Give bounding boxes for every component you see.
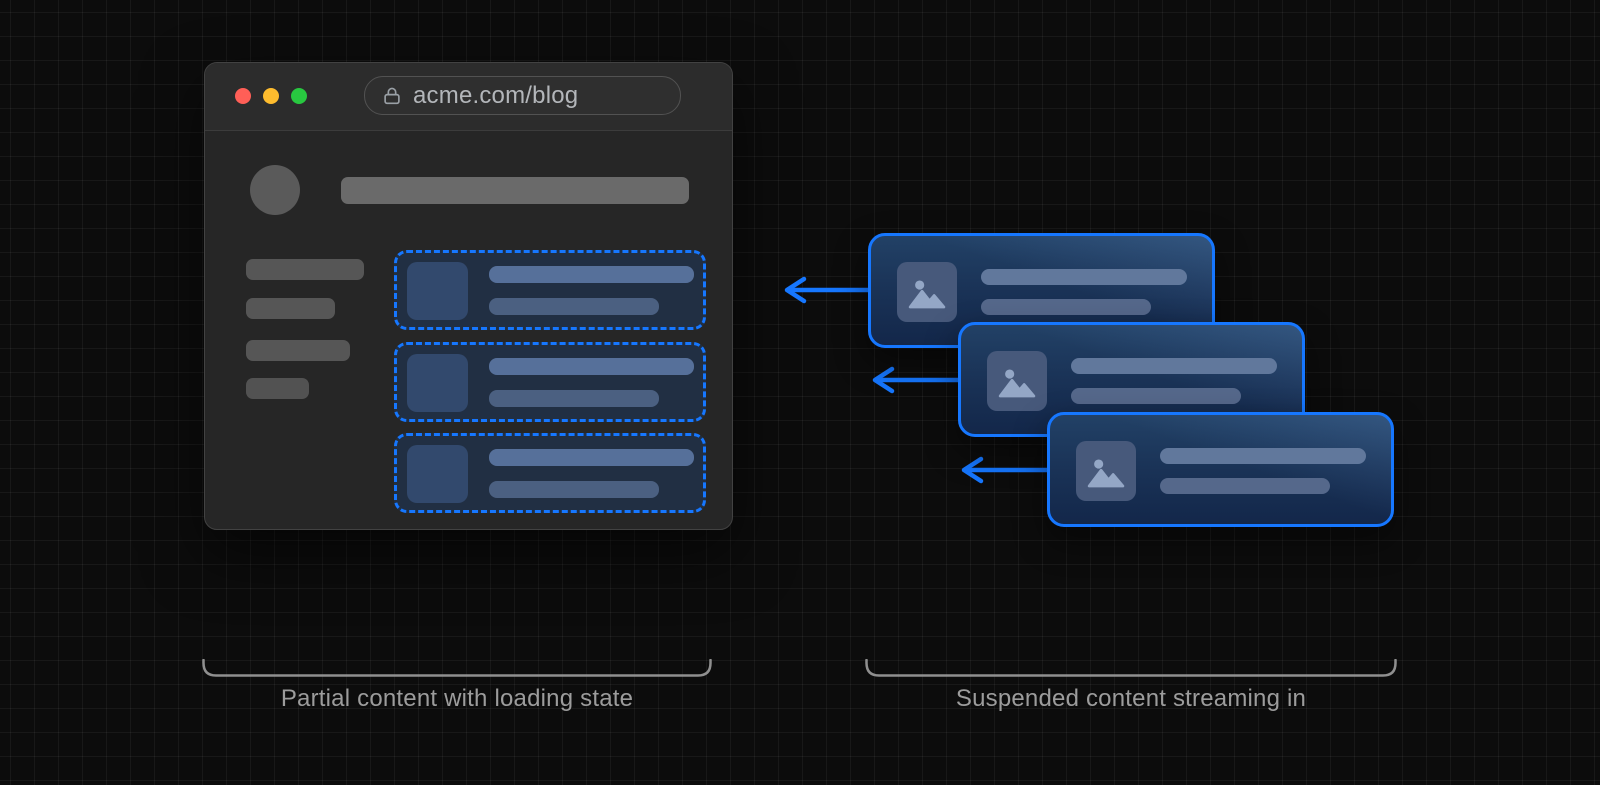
image-placeholder-icon [908,280,946,309]
image-placeholder [1076,441,1136,501]
thumbnail-skeleton [407,262,468,320]
text-line-skeleton [1160,478,1330,494]
text-line-skeleton [981,269,1187,285]
text-line-skeleton [489,449,694,466]
nav-skeleton-bar [246,259,364,280]
bracket-left [202,659,712,677]
stream-arrow [784,276,874,304]
browser-window: acme.com/blog [204,62,733,530]
text-line-skeleton [981,299,1151,315]
suspense-placeholder-card [394,433,706,513]
thumbnail-skeleton [407,445,468,503]
text-line-skeleton [489,298,659,315]
traffic-light-close[interactable] [235,88,251,104]
streamed-content-card [868,233,1215,348]
avatar-skeleton [250,165,300,215]
lock-icon [381,85,403,107]
streamed-content-card [1047,412,1394,527]
text-line-skeleton [1071,358,1277,374]
suspense-placeholder-card [394,342,706,422]
suspense-placeholder-card [394,250,706,330]
url-text: acme.com/blog [413,81,579,109]
text-line-skeleton [489,266,694,283]
page-title-skeleton [341,177,689,204]
caption-suspended-content: Suspended content streaming in [955,685,1307,712]
nav-skeleton-bar [246,340,350,361]
url-bar[interactable]: acme.com/blog [364,76,681,115]
image-placeholder-icon [1087,459,1125,488]
text-line-skeleton [1160,448,1366,464]
nav-skeleton-bar [246,298,335,319]
text-line-skeleton [489,481,659,498]
traffic-light-zoom[interactable] [291,88,307,104]
browser-titlebar: acme.com/blog [205,63,732,131]
image-placeholder-icon [998,369,1036,398]
stream-arrow [961,456,1051,484]
image-placeholder [987,351,1047,411]
text-line-skeleton [489,358,694,375]
nav-skeleton-bar [246,378,309,399]
image-placeholder [897,262,957,322]
text-line-skeleton [489,390,659,407]
caption-partial-content: Partial content with loading state [280,685,634,712]
text-line-skeleton [1071,388,1241,404]
stream-arrow [872,366,962,394]
traffic-light-minimize[interactable] [263,88,279,104]
thumbnail-skeleton [407,354,468,412]
bracket-right [865,659,1397,677]
